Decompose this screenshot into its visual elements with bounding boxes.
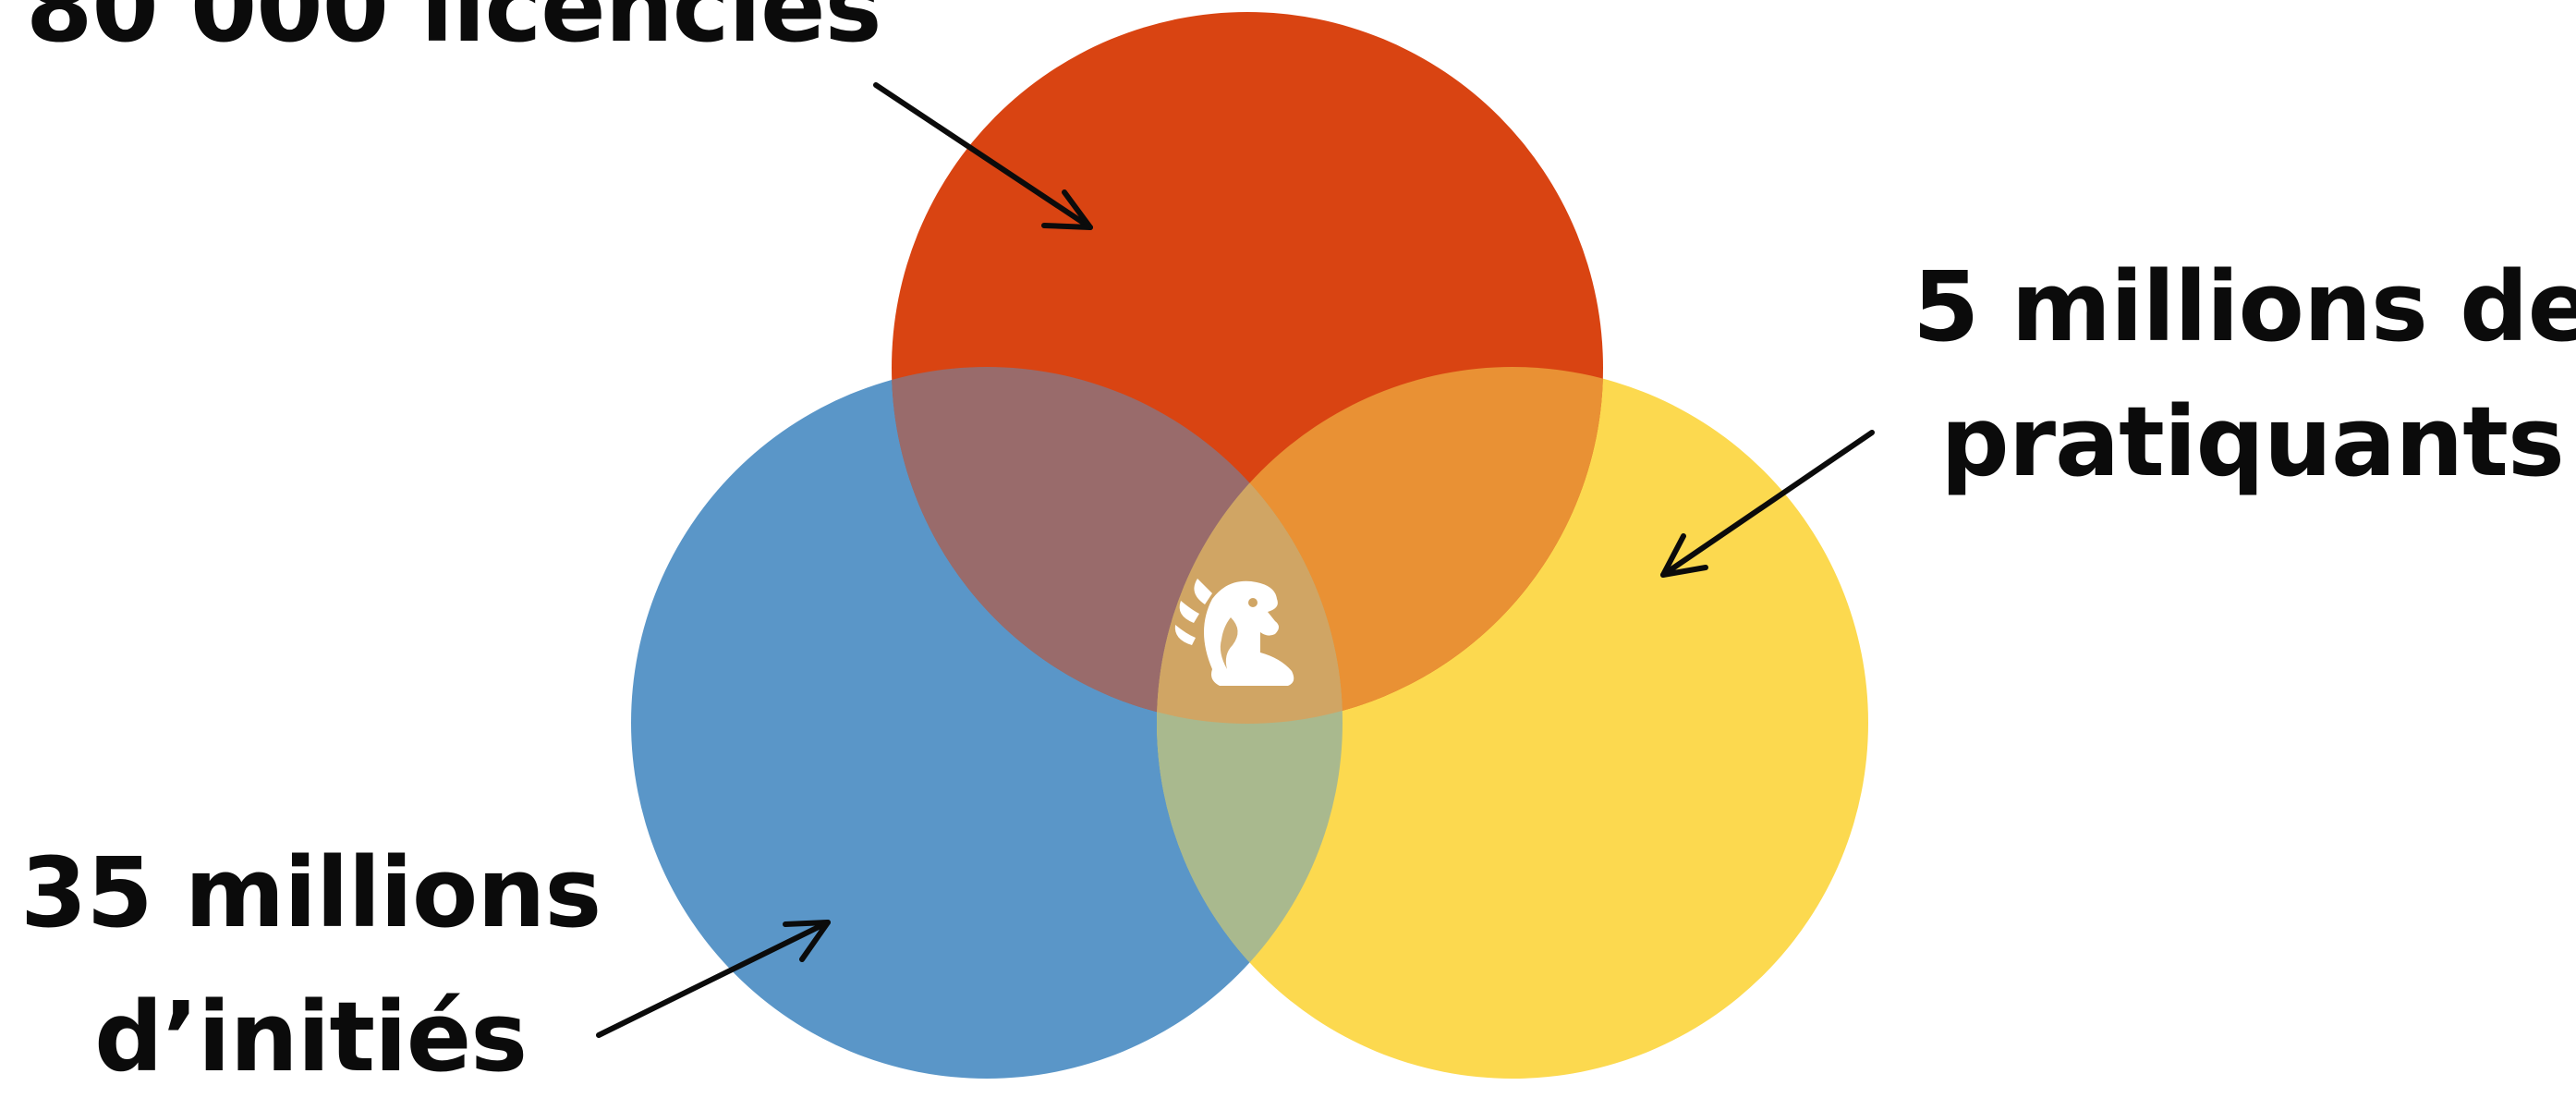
label-inities-line1: 35 millions	[20, 836, 601, 949]
arrow-licencies	[873, 82, 1093, 230]
label-pratiquants-line1: 5 millions de	[1913, 250, 2576, 363]
rooster-chess-knight-icon	[1174, 579, 1294, 686]
arrow-inities	[596, 920, 831, 1038]
label-licencies-line1: 80 000 licenciés	[26, 0, 881, 64]
label-licencies: 80 000 licenciés	[26, 0, 881, 55]
label-pratiquants: 5 millions de pratiquants	[1913, 259, 2576, 490]
label-inities: 35 millions d’initiés	[20, 845, 601, 1085]
label-pratiquants-line2: pratiquants	[1940, 385, 2565, 498]
label-inities-line2: d’initiés	[94, 981, 528, 1093]
arrow-pratiquants	[1660, 430, 1875, 578]
